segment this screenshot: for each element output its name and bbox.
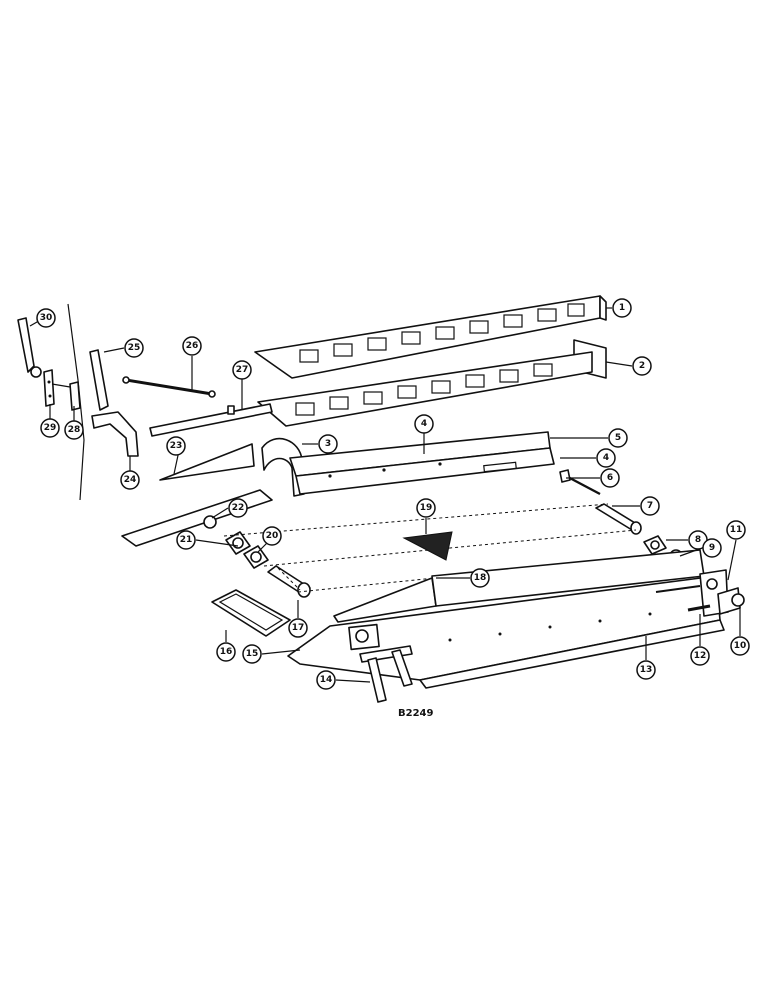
svg-text:24: 24 [124,475,137,485]
svg-text:29: 29 [44,423,57,433]
svg-text:1: 1 [619,303,625,313]
callout-30: 30 [36,308,56,328]
svg-text:10: 10 [734,641,747,651]
part-strap [89,349,109,411]
callout-6: 6 [600,468,620,488]
callout-22: 22 [228,498,248,518]
part-long-angle-bar [289,431,555,495]
svg-text:15: 15 [246,649,259,659]
leader-lines [29,307,741,683]
svg-text:12: 12 [694,651,707,661]
part-lever [17,317,42,378]
svg-text:13: 13 [640,665,653,675]
svg-text:9: 9 [709,543,715,553]
callout-11: 11 [726,520,746,540]
callout-28: 28 [64,420,84,440]
part-bearing [203,515,217,529]
part-bracket-28 [51,381,81,411]
callout-2: 2 [632,356,652,376]
part-left-roller [267,565,311,598]
svg-text:17: 17 [292,623,305,633]
belt-texture-swatch [402,531,453,561]
part-triangular-guard [159,443,255,481]
svg-text:16: 16 [220,647,233,657]
callout-9: 9 [702,538,722,558]
svg-text:2: 2 [639,361,645,371]
svg-text:23: 23 [170,441,183,451]
part-left-side-panel [121,489,273,547]
part-top-slotted-shield [254,295,607,379]
part-curved-end-plate [261,437,305,497]
svg-text:26: 26 [186,341,199,351]
svg-text:27: 27 [236,365,249,375]
callout-27: 27 [232,360,252,380]
callout-20: 20 [262,526,282,546]
frame-edge-line [67,303,85,501]
svg-text:25: 25 [128,343,141,353]
svg-text:30: 30 [40,313,53,323]
callout-7: 7 [640,496,660,516]
part-bent-mount [91,411,139,457]
svg-text:3: 3 [325,439,331,449]
callout-1: 1 [612,298,632,318]
part-lower-slotted-shield [149,351,593,437]
callout-3: 3 [318,434,338,454]
callout-21: 21 [176,530,196,550]
svg-text:20: 20 [266,531,279,541]
callout-23: 23 [166,436,186,456]
svg-text:22: 22 [232,503,245,513]
svg-text:21: 21 [180,535,193,545]
svg-text:4: 4 [603,453,609,463]
part-support-leg [359,645,413,703]
callout-5: 5 [608,428,628,448]
svg-text:14: 14 [320,675,333,685]
part-bracket-29 [43,369,55,407]
shield-slots-upper [299,303,585,363]
callout-16: 16 [216,642,236,662]
part-small-rod-bracket [559,469,601,496]
callout-19: 19 [416,498,436,518]
part-right-roller [595,503,642,535]
callout-12: 12 [690,646,710,666]
svg-text:5: 5 [615,433,621,443]
part-cover-plate [211,589,291,637]
svg-text:8: 8 [695,535,701,545]
callout-29: 29 [40,418,60,438]
callout-10: 10 [730,636,750,656]
callout-4-upper: 4 [414,414,434,434]
callout-26: 26 [182,336,202,356]
part-center-divider [333,549,705,623]
drawing-code: B2249 [398,708,433,719]
callout-4-lower: 4 [596,448,616,468]
svg-text:7: 7 [647,501,653,511]
part-right-end-hardware [655,569,745,617]
svg-text:4: 4 [421,419,427,429]
svg-text:18: 18 [474,573,487,583]
callout-18: 18 [470,568,490,588]
svg-text:28: 28 [68,425,81,435]
callout-14: 14 [316,670,336,690]
callout-24: 24 [120,470,140,490]
part-rod [122,376,216,398]
shield-slots-lower [295,363,553,416]
svg-text:19: 19 [420,503,433,513]
callout-13: 13 [636,660,656,680]
svg-text:6: 6 [607,473,613,483]
callout-25: 25 [124,338,144,358]
svg-text:11: 11 [730,525,743,535]
callout-17: 17 [288,618,308,638]
callout-15: 15 [242,644,262,664]
part-flange-bearings [225,531,269,569]
